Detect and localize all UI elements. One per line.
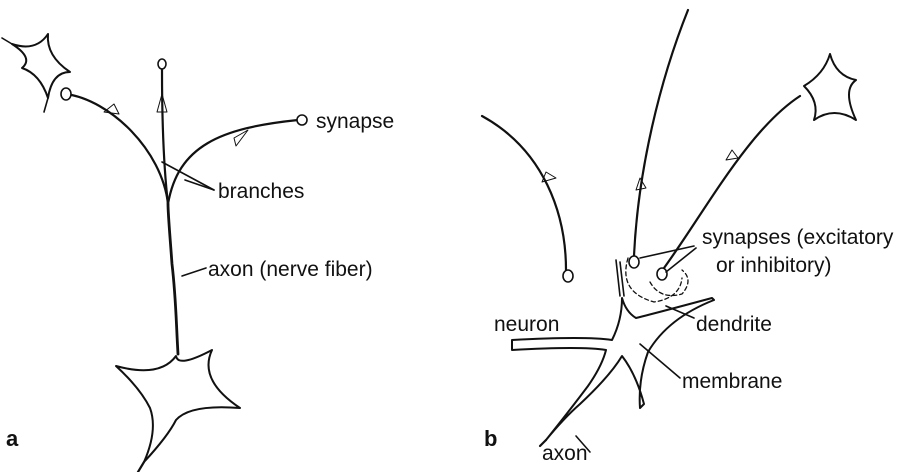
label-dendrite: dendrite (696, 313, 772, 336)
panel-letter-a: a (6, 426, 19, 451)
panel-b: synapses (excitatory or inhibitory) neur… (482, 10, 894, 465)
label-synapses-line2: or inhibitory) (716, 254, 832, 277)
neuron-top-right (804, 54, 856, 120)
axon-main (168, 204, 178, 354)
fiber-left (482, 116, 566, 270)
label-neuron: neuron (494, 313, 559, 336)
panel-letter-b: b (484, 426, 497, 451)
label-synapses-line1: synapses (excitatory (702, 226, 894, 249)
neuron-bottom (116, 350, 240, 462)
label-membrane: membrane (682, 370, 782, 393)
neuron-top-left (12, 34, 70, 98)
fiber-middle (634, 10, 688, 256)
label-branches: branches (218, 180, 304, 203)
panel-a: synapse branches axon (nerve fiber) a (2, 34, 394, 472)
label-axon: axon (542, 442, 588, 465)
label-axon-nerve-fiber: axon (nerve fiber) (208, 258, 373, 281)
label-synapse: synapse (316, 110, 394, 133)
